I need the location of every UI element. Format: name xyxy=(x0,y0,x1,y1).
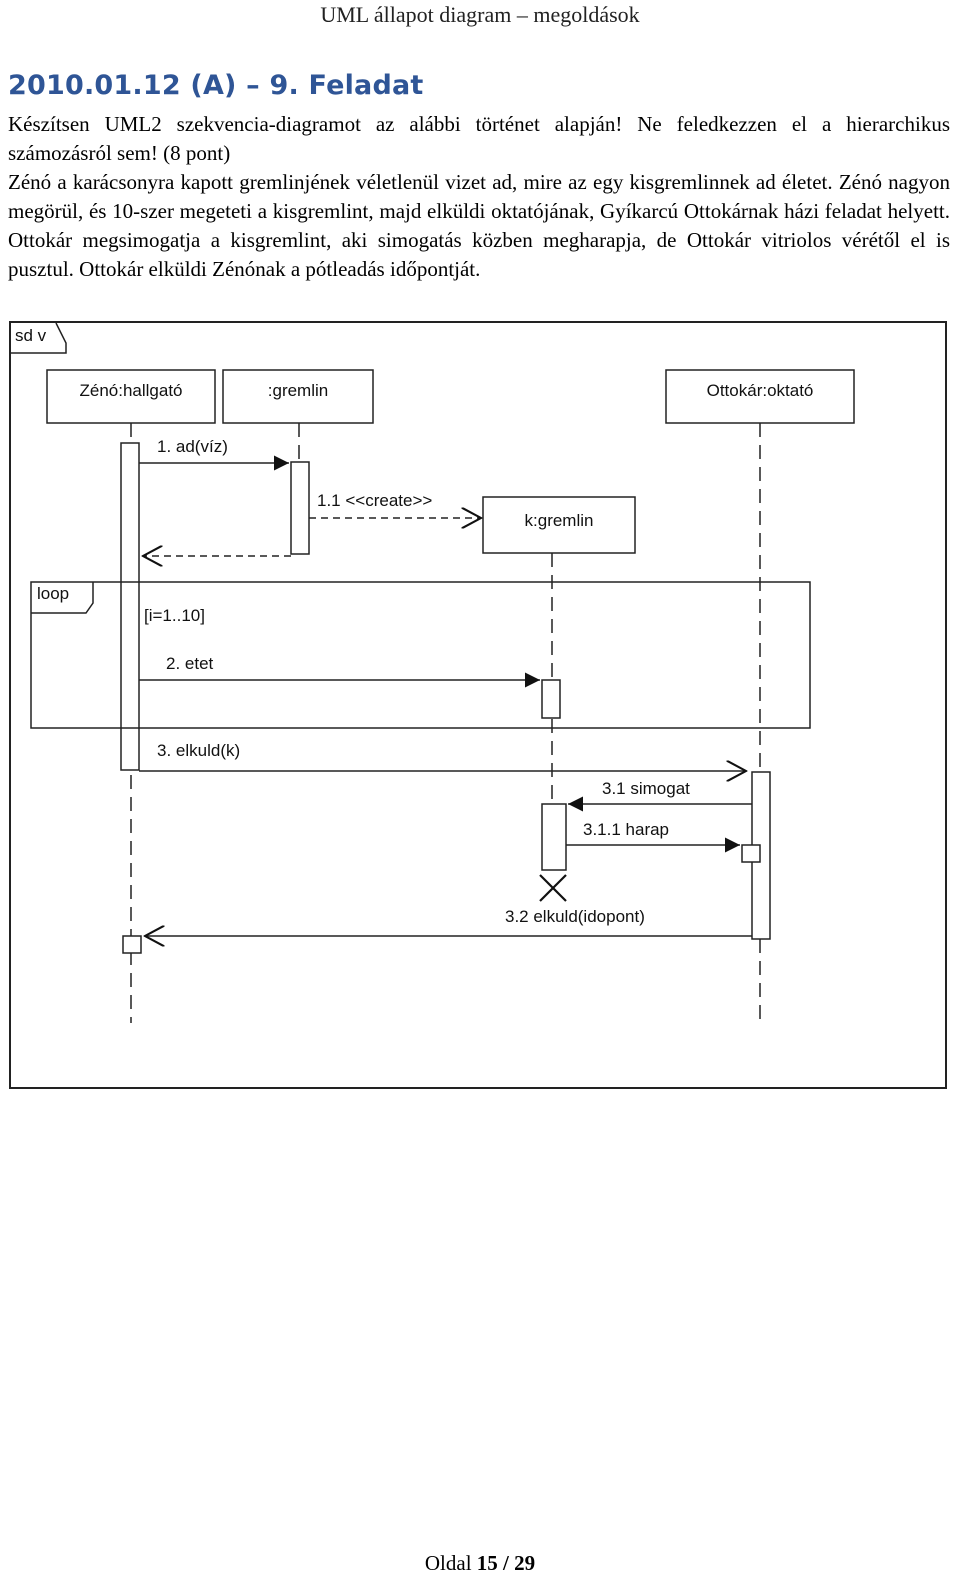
loop-fragment: loop [i=1..10] xyxy=(30,581,811,729)
task-story: Zénó a karácsonyra kapott gremlinjének v… xyxy=(8,170,950,281)
activation-ottokar-small xyxy=(741,844,761,863)
message-3-1-1: 3.1.1 harap xyxy=(566,820,740,853)
message-2-label: 2. etet xyxy=(166,654,214,673)
activation-kgremlin-loop xyxy=(541,679,561,719)
task-heading: 2010.01.12 (A) – 9. Feladat xyxy=(8,70,424,101)
message-3-2: 3.2 elkuld(idopont) xyxy=(145,907,752,936)
message-3-2-label: 3.2 elkuld(idopont) xyxy=(505,907,645,926)
message-1-1: 1.1 <<create>> xyxy=(309,491,481,518)
message-1: 1. ad(víz) xyxy=(139,437,289,471)
message-3-1: 3.1 simogat xyxy=(568,779,752,812)
message-3-1-label: 3.1 simogat xyxy=(602,779,690,798)
activation-kgremlin xyxy=(541,803,567,871)
activation-zeno xyxy=(120,442,140,771)
lifeline-zeno-label: Zénó:hallgató xyxy=(79,381,182,400)
activation-zeno-small xyxy=(122,935,142,954)
frame-label-text: sd v xyxy=(15,326,47,345)
lifeline-gremlin-label: :gremlin xyxy=(268,381,328,400)
lifeline-ottokar-label: Ottokár:oktató xyxy=(707,381,814,400)
frame-label: sd v xyxy=(11,323,67,354)
sequence-diagram: sd v Zénó:hallgató :gremlin Ottokár:okta… xyxy=(9,321,947,1089)
footer-total: 29 xyxy=(514,1551,536,1575)
lifeline-gremlin: :gremlin xyxy=(222,369,374,463)
task-instruction: Készítsen UML2 szekvencia-diagramot az a… xyxy=(8,112,950,165)
task-description: Készítsen UML2 szekvencia-diagramot az a… xyxy=(8,110,950,284)
message-1-1-label: 1.1 <<create>> xyxy=(317,491,432,510)
sequence-diagram-canvas: sd v Zénó:hallgató :gremlin Ottokár:okta… xyxy=(11,323,855,1023)
footer-sep: / xyxy=(503,1551,509,1575)
message-3: 3. elkuld(k) xyxy=(139,741,746,771)
footer-prefix: Oldal xyxy=(424,1551,472,1575)
message-1-label: 1. ad(víz) xyxy=(157,437,228,456)
footer-page: 15 xyxy=(476,1551,498,1575)
loop-guard: [i=1..10] xyxy=(144,606,205,625)
loop-label: loop xyxy=(37,584,69,603)
destruction-marker xyxy=(539,874,567,902)
message-2: 2. etet xyxy=(139,654,540,688)
page-header: UML állapot diagram – megoldások xyxy=(320,2,640,27)
activation-gremlin xyxy=(290,461,310,555)
message-3-1-1-label: 3.1.1 harap xyxy=(583,820,669,839)
message-3-label: 3. elkuld(k) xyxy=(157,741,240,760)
lifeline-kgremlin: k:gremlin xyxy=(482,496,636,803)
lifeline-kgremlin-label: k:gremlin xyxy=(525,511,594,530)
lifeline-ottokar: Ottokár:oktató xyxy=(665,369,855,1023)
page-footer: Oldal 15 / 29 xyxy=(0,1551,960,1576)
